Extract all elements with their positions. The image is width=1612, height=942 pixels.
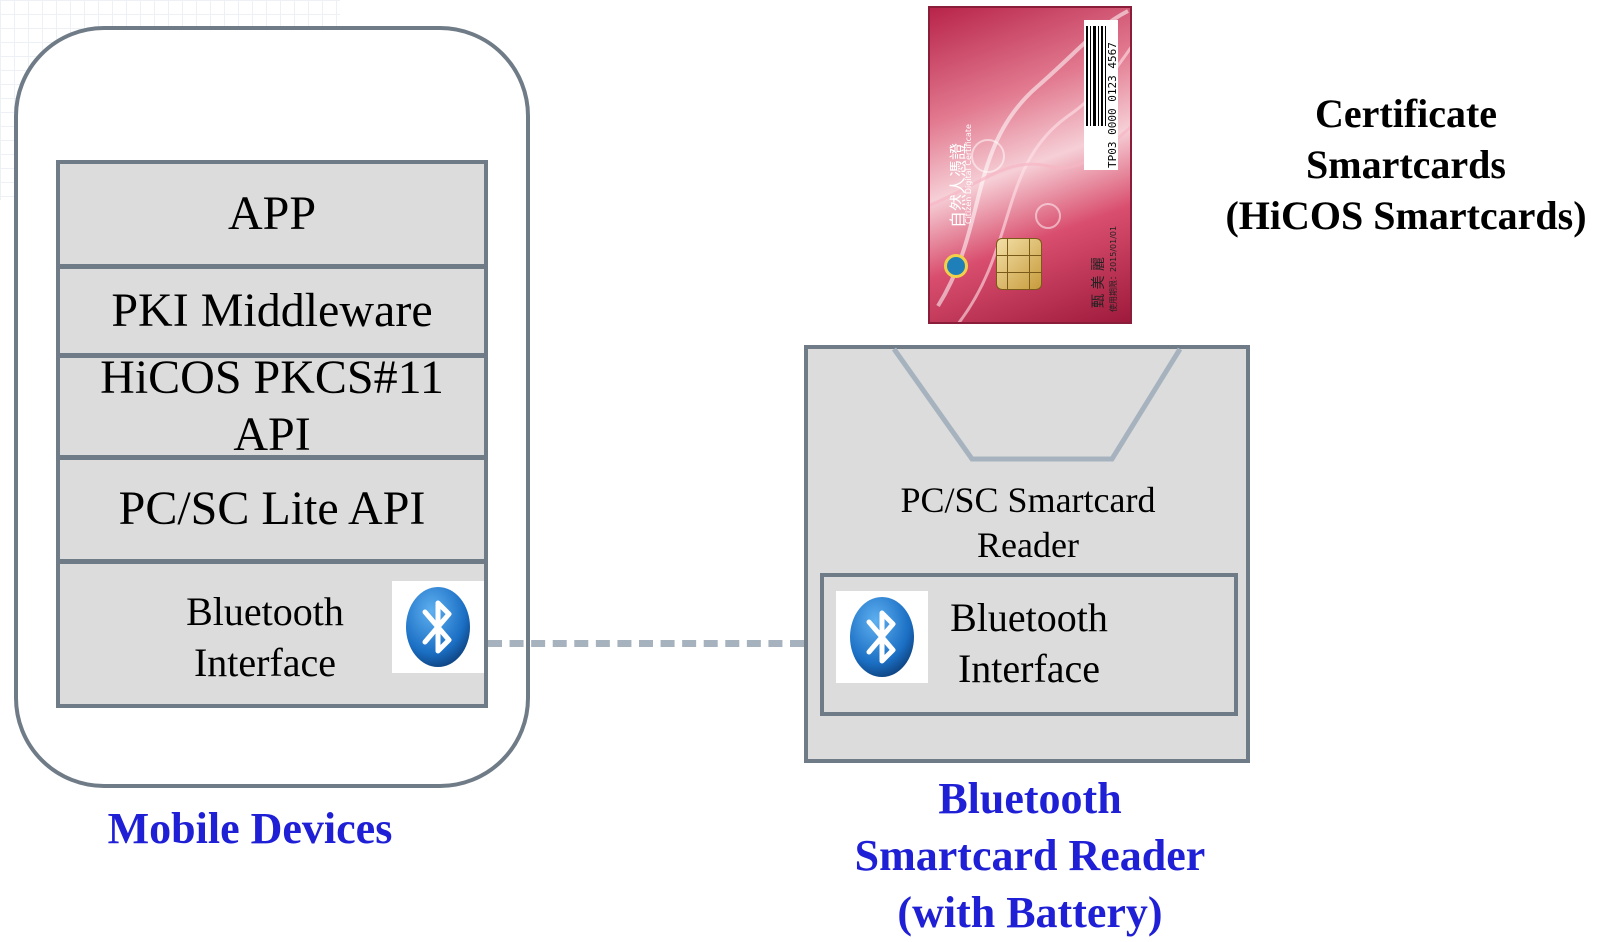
smartcard-chip-icon xyxy=(996,238,1042,290)
layer-hicos-pkcs11: HiCOS PKCS#11 API xyxy=(60,350,484,461)
card-expiry: 使用期限：2015/01/01 xyxy=(1109,225,1118,312)
layer-app-label: APP xyxy=(227,186,317,240)
bluetooth-icon xyxy=(392,581,484,673)
mobile-devices-caption-text: Mobile Devices xyxy=(107,804,393,853)
reader-caption: Bluetooth Smartcard Reader (with Battery… xyxy=(820,770,1240,942)
mobile-software-stack: APP PKI Middleware HiCOS PKCS#11 API PC/… xyxy=(56,160,488,708)
reader-bt-label: Bluetooth Interface xyxy=(938,592,1120,694)
layer-pki-label: PKI Middleware xyxy=(111,283,433,337)
reader-bluetooth-interface xyxy=(820,573,1238,716)
bluetooth-icon xyxy=(836,591,928,683)
layer-hicos-label-line2: API xyxy=(233,407,311,461)
reader-label-line2: Reader xyxy=(977,525,1079,565)
layer-pcsc-lite: PC/SC Lite API xyxy=(60,455,484,559)
card-holder: 甄 美 麗 xyxy=(1091,257,1107,308)
layer-pcsc-label: PC/SC Lite API xyxy=(118,482,426,536)
layer-app: APP xyxy=(60,164,484,264)
reader-label: PC/SC Smartcard Reader xyxy=(860,478,1196,568)
card-decoration xyxy=(930,9,1130,322)
layer-hicos-label-line1: HiCOS PKCS#11 xyxy=(100,350,444,404)
reader-caption-line1: Bluetooth xyxy=(938,774,1122,823)
card-slot-icon xyxy=(891,347,1183,462)
card-serial: TP03 0000 0123 4567 xyxy=(1106,42,1119,168)
certificate-smartcards-caption: Certificate Smartcards (HiCOS Smartcards… xyxy=(1200,88,1612,242)
certificate-caption-line2: Smartcards xyxy=(1306,142,1506,188)
layer-bt-label-line1: Bluetooth xyxy=(186,589,344,634)
smartcard-image: TP03 0000 0123 4567 自然人憑證 Citizen Digita… xyxy=(928,6,1132,324)
reader-caption-line2: Smartcard Reader xyxy=(854,831,1206,881)
layer-pki-middleware: PKI Middleware xyxy=(60,264,484,353)
layer-bluetooth-interface: Bluetooth Interface xyxy=(60,559,484,704)
reader-caption-line3: (with Battery) xyxy=(897,888,1163,938)
layer-bt-label-line2: Interface xyxy=(193,640,337,686)
reader-bt-label-line1: Bluetooth xyxy=(950,595,1108,640)
reader-bt-label-line2: Interface xyxy=(957,646,1101,692)
bluetooth-connection-line xyxy=(488,640,804,647)
certificate-caption-line1: Certificate xyxy=(1314,91,1498,136)
card-logo-icon xyxy=(944,254,968,278)
card-title-en: Citizen Digital Certificate xyxy=(964,124,973,224)
mobile-devices-caption: Mobile Devices xyxy=(80,800,420,857)
certificate-caption-line3: (HiCOS Smartcards) xyxy=(1225,193,1587,239)
reader-label-line1: PC/SC Smartcard xyxy=(900,480,1156,520)
